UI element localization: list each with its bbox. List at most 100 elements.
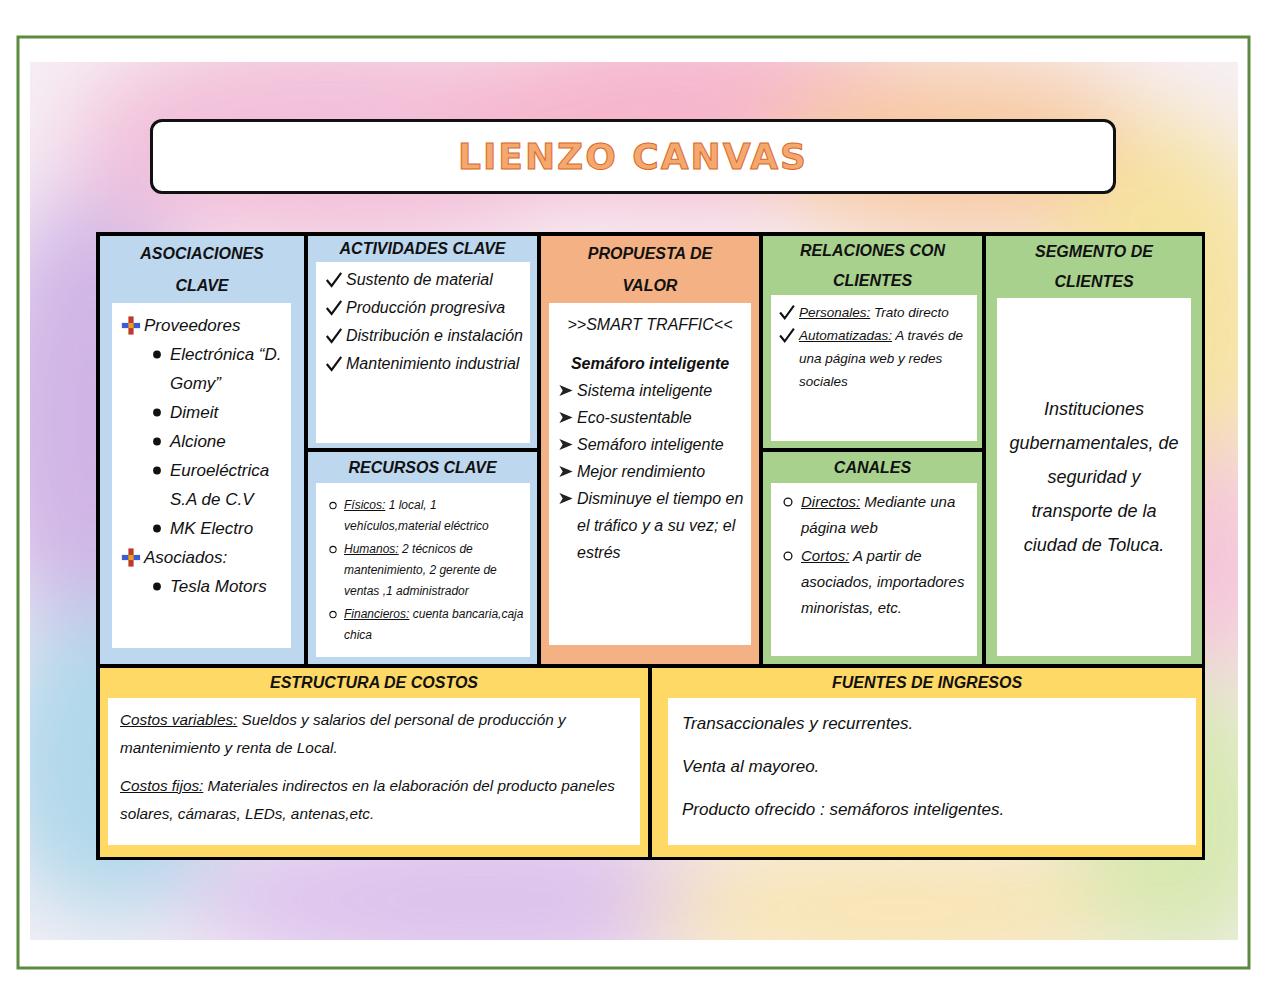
content-flow: Físicos: 1 local, 1 vehículos,material e… <box>322 495 524 648</box>
bullet-marker <box>144 398 170 427</box>
block-header: ASOCIACIONES CLAVE <box>100 236 304 303</box>
bullet-ring <box>330 611 336 617</box>
item-text: Dimeit <box>170 398 285 427</box>
canvas-block: FUENTES DE INGRESOS Transaccionales y rec… <box>652 668 1202 857</box>
underlined-term: Costos fijos: <box>120 777 203 794</box>
item-text: Instituciones gubernamentales, de seguri… <box>1007 392 1181 562</box>
canvas-block: PROPUESTA DE VALOR>>SMART TRAFFIC<<Semáf… <box>541 236 759 664</box>
bullet-icon <box>144 572 170 601</box>
bullet-icon <box>144 340 170 369</box>
block-heading: ESTRUCTURA DE COSTOS <box>270 668 478 698</box>
block-heading: FUENTES DE INGRESOS <box>832 668 1022 698</box>
canvas-block: RELACIONES CON CLIENTESPersonales: Trato… <box>763 236 982 448</box>
plus-icon-bar <box>128 316 133 334</box>
content-flow: Costos variables: Sueldos y salarios del… <box>120 706 628 838</box>
bullet-icon <box>555 377 577 404</box>
bullet-icon <box>118 543 144 572</box>
canvas-block: SEGMENTO DE CLIENTESInstituciones gubern… <box>986 236 1202 664</box>
content-panel: ProveedoresElectrónica “D. Gomy”DimeitAl… <box>112 303 291 648</box>
list-row: Financieros: cuenta bancaria,caja chica <box>322 604 524 646</box>
item-text: Proveedores <box>144 311 285 340</box>
bullet-marker <box>144 427 170 456</box>
arrow-bullet <box>559 466 572 477</box>
bullet-marker <box>555 377 577 404</box>
bullet-ring <box>330 546 336 552</box>
underlined-term: Costos variables: <box>120 711 237 728</box>
item-text: Electrónica “D. Gomy” <box>170 340 285 398</box>
canvas-block: ASOCIACIONES CLAVE ProveedoresElectrónica… <box>100 236 304 664</box>
list-row: >>SMART TRAFFIC<< <box>555 311 745 338</box>
list-row: Proveedores <box>118 311 285 340</box>
check-mark <box>327 273 341 286</box>
content-flow: ProveedoresElectrónica “D. Gomy”DimeitAl… <box>118 311 285 601</box>
plus-icon-bar <box>128 548 133 566</box>
watercolor-wash <box>30 62 1238 940</box>
bullet-icon <box>144 456 170 485</box>
underlined-term: Directos: <box>801 493 860 510</box>
block-heading: RELACIONES CON CLIENTES <box>775 236 970 296</box>
bullet-icon <box>775 324 799 347</box>
bullet-dot <box>153 351 161 359</box>
bullet-dot <box>153 438 161 446</box>
item-text: Alcione <box>170 427 285 456</box>
item-text: Venta al mayoreo. <box>682 751 1182 782</box>
item-text: Costos variables: Sueldos y salarios del… <box>120 706 628 762</box>
item-text: Transaccionales y recurrentes. <box>682 708 1182 739</box>
bullet-marker <box>322 322 346 350</box>
arrow-bullet <box>559 412 572 423</box>
bullet-marker <box>322 604 344 625</box>
list-row: Asociados: <box>118 543 285 572</box>
list-row: Semáforo inteligente <box>555 350 745 377</box>
list-row: Humanos: 2 técnicos de mantenimiento, 2 … <box>322 539 524 602</box>
bullet-marker <box>144 340 170 369</box>
bullet-marker <box>555 485 577 512</box>
content-panel: Físicos: 1 local, 1 vehículos,material e… <box>316 483 530 657</box>
item-text: Disminuye el tiempo en el tráfico y a su… <box>577 485 745 566</box>
bullet-marker <box>144 514 170 543</box>
underlined-term: Humanos: <box>344 542 399 556</box>
list-row: Venta al mayoreo. <box>682 751 1182 782</box>
bullet-icon <box>322 322 346 350</box>
item-text: MK Electro <box>170 514 285 543</box>
bullet-marker <box>775 324 799 347</box>
item-text: >>SMART TRAFFIC<< <box>555 311 745 338</box>
item-text: Costos fijos: Materiales indirectos en l… <box>120 772 628 828</box>
item-text: Eco-sustentable <box>577 404 745 431</box>
bullet-icon <box>322 350 346 378</box>
list-row: Mantenimiento industrial <box>322 350 524 378</box>
content-flow: Instituciones gubernamentales, de seguri… <box>1007 392 1181 562</box>
item-text: Mejor rendimiento <box>577 458 745 485</box>
list-row: Dimeit <box>144 398 285 427</box>
item-text: Tesla Motors <box>170 572 285 601</box>
list-row: Producción progresiva <box>322 294 524 322</box>
bullet-icon <box>775 543 801 569</box>
check-mark <box>780 329 794 342</box>
list-row: MK Electro <box>144 514 285 543</box>
underlined-term: Personales: <box>799 305 870 320</box>
bullet-marker <box>555 431 577 458</box>
list-row: Físicos: 1 local, 1 vehículos,material e… <box>322 495 524 537</box>
check-mark <box>327 357 341 370</box>
list-row: Cortos: A partir de asociados, importado… <box>775 543 971 621</box>
list-row: Disminuye el tiempo en el tráfico y a su… <box>555 485 745 566</box>
block-header: ESTRUCTURA DE COSTOS <box>100 668 648 698</box>
list-row: Tesla Motors <box>144 572 285 601</box>
bullet-marker <box>144 572 170 601</box>
item-text: Directos: Mediante una página web <box>801 489 971 541</box>
list-row: Electrónica “D. Gomy” <box>144 340 285 398</box>
content-flow: Sustento de materialProducción progresiv… <box>322 266 524 378</box>
bullet-icon <box>322 604 344 625</box>
bullet-marker <box>555 458 577 485</box>
bullet-marker <box>144 456 170 485</box>
canvas-block: ACTIVIDADES CLAVESustento de materialPro… <box>308 236 537 448</box>
bullet-icon <box>555 458 577 485</box>
list-row: Transaccionales y recurrentes. <box>682 708 1182 739</box>
block-heading: CANALES <box>834 453 911 483</box>
canvas-block: CANALES Directos: Mediante una página web… <box>763 452 982 664</box>
bullet-dot <box>153 525 161 533</box>
bullet-icon <box>775 489 801 515</box>
bullet-ring <box>330 502 336 508</box>
underlined-term: Financieros: <box>344 607 409 621</box>
canvas-block: RECURSOS CLAVEFísicos: 1 local, 1 vehícu… <box>308 452 537 664</box>
list-row: Costos fijos: Materiales indirectos en l… <box>120 772 628 828</box>
